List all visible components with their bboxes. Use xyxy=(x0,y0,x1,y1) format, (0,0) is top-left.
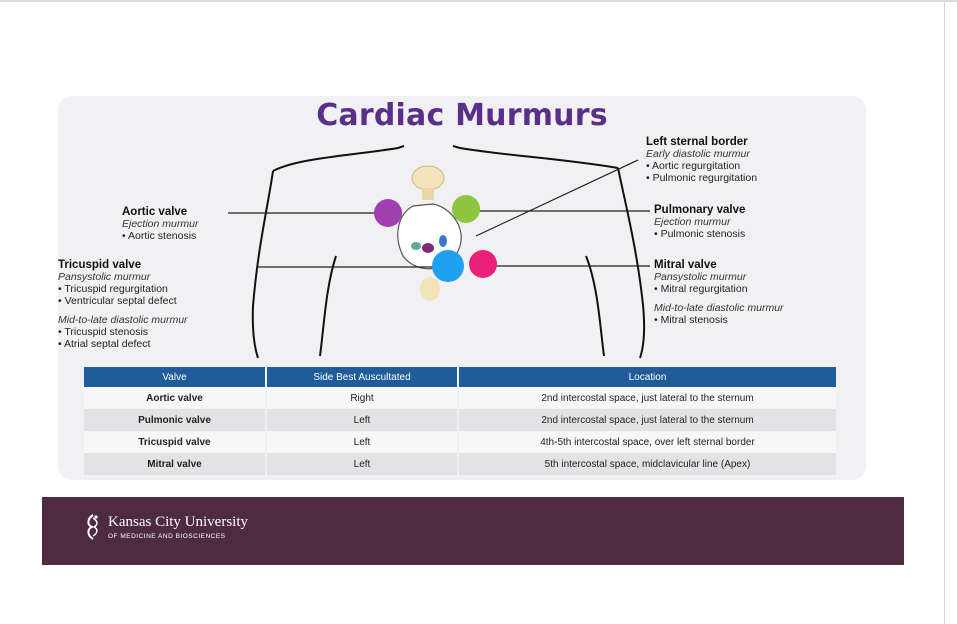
top-divider xyxy=(0,0,957,2)
aortic-valve-dot xyxy=(374,199,402,227)
lsb-item-1: • Aortic regurgitation xyxy=(646,160,741,172)
cell-side: Left xyxy=(266,453,459,475)
right-shoulder-line xyxy=(452,145,619,169)
cell-valve: Aortic valve xyxy=(84,387,267,409)
pulmonary-murmur-type: Ejection murmur xyxy=(654,216,731,228)
tricuspid-murmur-type-2: Mid-to-late diastolic murmur xyxy=(58,314,188,326)
aortic-murmur-type: Ejection murmur xyxy=(122,218,199,230)
heart-vessel xyxy=(439,235,447,247)
mitral-murmur-type-2: Mid-to-late diastolic murmur xyxy=(654,302,784,314)
mitral-item-1: • Mitral regurgitation xyxy=(654,283,748,295)
header-side: Side Best Auscultated xyxy=(266,367,459,387)
tricuspid-murmur-type: Pansystolic murmur xyxy=(58,271,151,283)
cell-side: Left xyxy=(266,409,459,431)
cell-location: 2nd intercostal space, just lateral to t… xyxy=(458,409,836,431)
org-name: Kansas City University xyxy=(108,514,248,530)
pulmonary-item: • Pulmonic stenosis xyxy=(654,228,746,240)
lsb-heading: Left sternal border xyxy=(646,136,748,148)
left-arm-inner xyxy=(319,255,337,357)
slide-title: Cardiac Murmurs xyxy=(316,98,608,133)
lsb-murmur-type: Early diastolic murmur xyxy=(646,148,750,160)
table-header-row: Valve Side Best Auscultated Location xyxy=(84,367,836,387)
pulmonary-label: Pulmonary valve Ejection murmur • Pulmon… xyxy=(654,204,745,240)
lsb-item-2: • Pulmonic regurgitation xyxy=(646,172,758,184)
kcu-logo-icon xyxy=(87,514,98,540)
cell-side: Left xyxy=(266,431,459,453)
org-subtitle: OF MEDICINE AND BIOSCIENCES xyxy=(108,533,226,540)
valve-table: Valve Side Best Auscultated Location Aor… xyxy=(84,367,836,475)
cell-valve: Pulmonic valve xyxy=(84,409,267,431)
cell-valve: Mitral valve xyxy=(84,453,267,475)
header-location: Location xyxy=(458,367,836,387)
mitral-label: Mitral valve Pansystolic murmur • Mitral… xyxy=(654,259,784,326)
tricuspid-heading: Tricuspid valve xyxy=(58,259,142,271)
mitral-murmur-type: Pansystolic murmur xyxy=(654,271,747,283)
cell-location: 4th-5th intercostal space, over left ste… xyxy=(458,431,836,453)
aortic-label: Aortic valve Ejection murmur • Aortic st… xyxy=(122,206,198,242)
right-arm-inner xyxy=(585,255,605,357)
pulmonary-heading: Pulmonary valve xyxy=(654,204,746,216)
table-row: Mitral valve Left 5th intercostal space,… xyxy=(84,453,836,475)
cell-location: 5th intercostal space, midclavicular lin… xyxy=(458,453,836,475)
table-row: Pulmonic valve Left 2nd intercostal spac… xyxy=(84,409,836,431)
mitral-valve-dot xyxy=(469,250,497,278)
right-scroll-edge xyxy=(944,0,945,624)
heart-chamber xyxy=(422,243,434,253)
tricuspid-item-4: • Atrial septal defect xyxy=(58,338,151,350)
tricuspid-item-1: • Tricuspid regurgitation xyxy=(58,283,168,295)
footer-banner: Kansas City University OF MEDICINE AND B… xyxy=(42,497,904,565)
cell-side: Right xyxy=(266,387,459,409)
mitral-heading: Mitral valve xyxy=(654,259,717,271)
tricuspid-valve-dot xyxy=(432,250,464,282)
heart-valve-small xyxy=(411,242,421,250)
cell-valve: Tricuspid valve xyxy=(84,431,267,453)
aortic-heading: Aortic valve xyxy=(122,206,188,218)
cell-location: 2nd intercostal space, just lateral to t… xyxy=(458,387,836,409)
table-row: Aortic valve Right 2nd intercostal space… xyxy=(84,387,836,409)
left-shoulder-line xyxy=(272,145,405,172)
tricuspid-label: Tricuspid valve Pansystolic murmur • Tri… xyxy=(58,259,188,350)
aortic-item: • Aortic stenosis xyxy=(122,230,197,242)
torso-right-outline xyxy=(617,167,646,359)
tricuspid-item-3: • Tricuspid stenosis xyxy=(58,326,149,338)
torso-left-outline xyxy=(251,170,274,359)
trachea-shape xyxy=(422,188,434,200)
torso-diagram xyxy=(228,145,650,359)
thyroid-shape xyxy=(411,165,445,191)
mitral-item-2: • Mitral stenosis xyxy=(654,314,728,326)
lsb-label: Left sternal border Early diastolic murm… xyxy=(646,136,757,184)
tricuspid-item-2: • Ventricular septal defect xyxy=(58,295,177,307)
stomach-shape xyxy=(420,277,440,301)
murmurs-slide: Cardiac Murmurs Aortic valve Ejecti xyxy=(58,96,866,480)
header-valve: Valve xyxy=(84,367,267,387)
lsb-leader xyxy=(475,159,639,237)
table-row: Tricuspid valve Left 4th-5th intercostal… xyxy=(84,431,836,453)
pulmonary-valve-dot xyxy=(452,195,480,223)
